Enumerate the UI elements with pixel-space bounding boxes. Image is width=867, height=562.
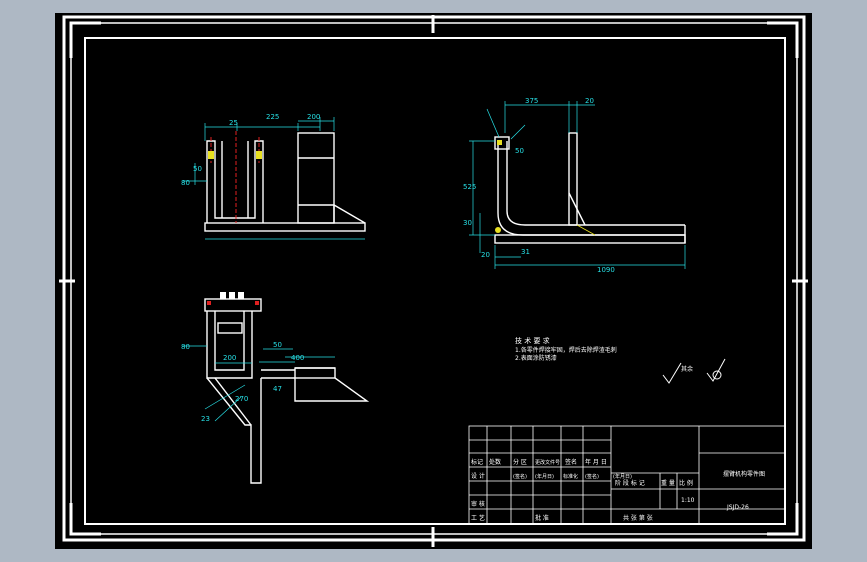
tb-stage-0: 阶 段 标 记 bbox=[615, 479, 645, 487]
tb-design-5: (年月日) bbox=[613, 473, 632, 480]
tb-drawing-name: 摆臂机构零件图 bbox=[723, 470, 765, 478]
outer-frame bbox=[62, 15, 806, 542]
front-dim-225: 225 bbox=[266, 113, 279, 121]
roughness-symbols bbox=[662, 358, 726, 384]
tb-header-5: 年 月 日 bbox=[585, 458, 607, 466]
inner-frame bbox=[84, 37, 786, 525]
tb-header-4: 签名 bbox=[565, 458, 577, 466]
top-dim-400: 400 bbox=[291, 354, 304, 362]
top-dim-23: 23 bbox=[201, 415, 210, 423]
top-dim-80: 80 bbox=[181, 343, 190, 351]
tb-process-label: 工 艺 bbox=[471, 514, 485, 522]
front-dim-50: 50 bbox=[193, 165, 202, 173]
tb-stage-2: 比 例 bbox=[679, 479, 693, 487]
top-dim-47: 47 bbox=[273, 385, 282, 393]
tb-stage-1: 重 量 bbox=[661, 479, 675, 487]
tb-review-label: 审 核 bbox=[471, 500, 485, 508]
top-dim-200: 200 bbox=[223, 354, 236, 362]
tb-design-2: (年月日) bbox=[535, 473, 554, 480]
tb-sheet-info: 共 张 第 张 bbox=[623, 514, 653, 522]
title-block-text: 标记 处数 分 区 更改文件号 签名 年 月 日 设 计 (签名) (年月日) … bbox=[471, 458, 765, 522]
top-dim-50: 50 bbox=[273, 341, 282, 349]
center-marks bbox=[59, 15, 808, 547]
tb-design-3: 标准化 bbox=[563, 473, 578, 480]
tb-header-2: 分 区 bbox=[513, 458, 527, 466]
roughness-label: 其余 bbox=[681, 365, 693, 373]
tb-drawing-number: JSJD-26 bbox=[726, 504, 749, 511]
middle-frame bbox=[70, 22, 798, 535]
side-dim-31: 31 bbox=[521, 248, 530, 256]
drawing-sheet: 25 225 200 50 80 bbox=[55, 13, 812, 549]
title-block bbox=[468, 425, 786, 525]
corner-marks bbox=[69, 21, 799, 536]
side-dim-20: 20 bbox=[585, 97, 594, 105]
side-dim-525: 525 bbox=[463, 183, 476, 191]
tb-header-0: 标记 bbox=[471, 458, 483, 466]
tb-approve-label: 批 准 bbox=[535, 514, 549, 522]
technical-notes: 技 术 要 求 1.各零件焊接牢固，焊后去除焊渣毛刺 2.表面涂防锈漆 bbox=[515, 336, 617, 362]
notes-line-2: 2.表面涂防锈漆 bbox=[515, 354, 557, 362]
cad-drawing: 25 225 200 50 80 bbox=[59, 15, 808, 547]
side-dim-375: 375 bbox=[525, 97, 538, 105]
top-dim-270: 270 bbox=[235, 395, 248, 403]
tb-scale: 1:10 bbox=[681, 497, 695, 504]
notes-title: 技 术 要 求 bbox=[515, 336, 550, 345]
tb-design-1: (签名) bbox=[513, 473, 527, 480]
side-dim-1090: 1090 bbox=[597, 266, 615, 274]
tb-design-0: 设 计 bbox=[471, 472, 485, 480]
top-view: 80 50 200 400 47 270 23 bbox=[181, 292, 370, 484]
front-dim-80: 80 bbox=[181, 179, 190, 187]
front-view: 25 225 200 50 80 bbox=[181, 113, 366, 240]
side-dim-20b: 20 bbox=[481, 251, 490, 259]
tb-header-1: 处数 bbox=[489, 458, 501, 466]
front-dim-25: 25 bbox=[229, 119, 238, 127]
side-dim-50: 50 bbox=[515, 147, 524, 155]
tb-header-3: 更改文件号 bbox=[535, 459, 560, 466]
notes-line-1: 1.各零件焊接牢固，焊后去除焊渣毛刺 bbox=[515, 346, 617, 354]
tb-design-4: (签名) bbox=[585, 473, 599, 480]
front-dim-200: 200 bbox=[307, 113, 320, 121]
side-view: 375 20 50 525 30 20 31 1090 bbox=[463, 97, 686, 274]
side-dim-30: 30 bbox=[463, 219, 472, 227]
